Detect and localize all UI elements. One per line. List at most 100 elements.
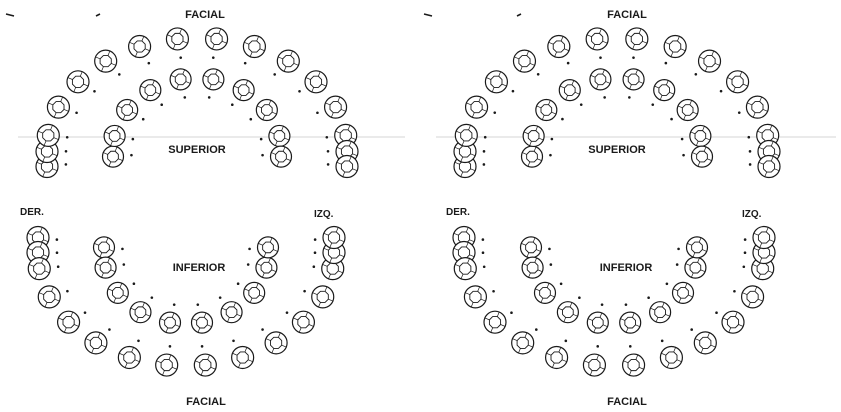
tooth [291, 310, 316, 334]
tooth-number-mark [665, 282, 669, 286]
tooth-number-mark [660, 339, 664, 343]
tooth-number-mark [664, 61, 668, 65]
tooth [268, 124, 291, 148]
lower-permanent-arch [26, 225, 346, 377]
tooth [585, 27, 609, 51]
tooth-number-mark [183, 96, 187, 99]
lower-permanent-arch [452, 225, 776, 377]
tooth [255, 98, 278, 122]
tooth [304, 70, 328, 94]
tooth [533, 281, 557, 304]
tooth-number-mark [200, 345, 204, 348]
tooth [220, 301, 243, 324]
corner-mark-icon [95, 13, 101, 17]
tooth-number-mark [130, 153, 133, 157]
tooth-number-mark [548, 247, 551, 251]
tooth-number-mark [536, 73, 540, 76]
tooth [94, 256, 117, 279]
tooth-number-mark [65, 135, 69, 139]
corner-mark-icon [5, 13, 15, 17]
tooth [139, 79, 162, 102]
tooth-number-mark [647, 296, 650, 300]
tooth-number-mark [743, 238, 747, 241]
tooth [622, 68, 645, 91]
tooth-number-mark [628, 345, 632, 348]
tooth-number-mark [55, 251, 59, 254]
tooth-number-mark [326, 163, 330, 166]
tooth [106, 281, 129, 304]
tooth [463, 285, 488, 309]
tooth-number-mark [690, 328, 693, 331]
tooth [276, 49, 300, 73]
tooth-number-mark [550, 137, 554, 141]
label-facial-bottom: FACIAL [186, 396, 226, 408]
tooth-number-mark [218, 296, 222, 299]
tooth [556, 301, 579, 324]
tooth-number-mark [482, 163, 486, 166]
upper-primary-arch [520, 68, 714, 168]
tooth [453, 257, 477, 281]
tooth [619, 311, 642, 334]
tooth-number-mark [682, 153, 685, 157]
tooth-number-mark [230, 103, 234, 107]
tooth-number-mark [56, 265, 60, 269]
tooth [193, 353, 217, 377]
tooth [520, 145, 544, 168]
tooth [757, 154, 781, 179]
tooth [165, 27, 190, 51]
tooth-number-mark [603, 96, 606, 99]
tooth-number-mark [259, 137, 263, 141]
tooth [725, 70, 750, 94]
tooth-number-mark [719, 89, 723, 93]
tooth-number-mark [150, 296, 154, 299]
tooth-number-mark [596, 345, 600, 348]
tooth [158, 311, 182, 334]
tooth [547, 34, 571, 59]
label-superior: SUPERIOR [168, 144, 226, 156]
tooth-number-mark [535, 328, 538, 331]
odontogram-panel-left: FACIAL SUPERIOR DER. IZQ. INFERIOR FACIA… [5, 9, 405, 408]
tooth-number-mark [261, 328, 264, 331]
tooth-number-mark [670, 117, 673, 121]
tooth-number-mark [118, 73, 121, 76]
tooth [685, 236, 709, 259]
tooth [242, 34, 267, 59]
tooth [46, 95, 71, 119]
tooth [671, 281, 695, 304]
tooth [92, 236, 116, 259]
tooth-number-mark [249, 117, 253, 121]
tooth-number-mark [549, 263, 553, 266]
tooth-number-mark [168, 345, 172, 348]
tooth-number-mark [196, 303, 200, 306]
tooth [676, 98, 699, 122]
tooth-number-mark [694, 73, 698, 76]
tooth [621, 353, 646, 377]
tooth [521, 256, 544, 279]
tooth-number-mark [559, 282, 563, 286]
tooth-number-mark [680, 137, 684, 141]
tooth-number-mark [236, 282, 240, 286]
tooth [256, 236, 280, 259]
tooth [684, 256, 707, 279]
label-facial-top: FACIAL [607, 9, 647, 21]
tooth-number-mark [179, 56, 183, 59]
tooth-number-mark [55, 238, 59, 241]
tooth-number-mark [566, 61, 570, 65]
tooth [311, 285, 335, 309]
tooth-number-mark [481, 251, 485, 254]
tooth [103, 124, 126, 148]
tooth [589, 68, 612, 91]
tooth [169, 68, 192, 91]
tooth-number-mark [75, 111, 78, 115]
tooth [335, 154, 359, 179]
tooth-number-mark [147, 61, 151, 65]
tooth-number-mark [132, 282, 136, 286]
tooth-number-mark [207, 96, 211, 99]
tooth-number-mark [600, 303, 604, 306]
tooth-number-mark [578, 296, 581, 300]
tooth [66, 70, 90, 94]
tooth [323, 95, 348, 119]
tooth-number-mark [248, 247, 251, 251]
tooth-number-mark [737, 111, 741, 114]
corner-mark-icon [423, 13, 433, 17]
